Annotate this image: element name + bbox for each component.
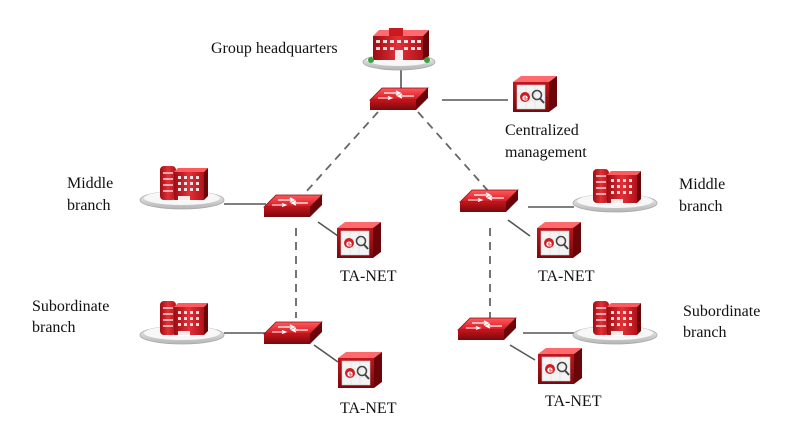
tanet-label-3: TA-NET	[340, 400, 397, 417]
core-switch-icon	[369, 87, 429, 111]
centralized-management-label-line2: management	[505, 144, 587, 161]
tanet-label-1: TA-NET	[340, 268, 397, 285]
middle-branch-right-label-line2: branch	[679, 198, 723, 215]
tanet-label-2: TA-NET	[538, 268, 595, 285]
subordinate-branch-right-building-icon	[572, 300, 658, 345]
centralized-management-label-line1: Centralized	[505, 122, 579, 139]
subordinate-branch-right-label-line2: branch	[683, 324, 727, 341]
middle-branch-left-label-line2: branch	[67, 197, 111, 214]
tanet-device-4-icon	[537, 347, 583, 385]
middle-branch-right-building-icon	[572, 168, 658, 213]
centralized-management-server-icon	[512, 75, 558, 113]
dashed-links	[295, 111, 491, 318]
headquarters-building-icon	[362, 27, 436, 71]
solid-links	[224, 68, 574, 363]
middle-right-switch-icon	[459, 189, 519, 213]
tanet-device-2-icon	[536, 221, 582, 259]
middle-branch-left-label-line1: Middle	[67, 175, 114, 192]
middle-left-switch-icon	[263, 194, 323, 218]
middle-branch-right-label-line1: Middle	[679, 176, 726, 193]
subordinate-right-switch-icon	[457, 317, 517, 341]
subordinate-branch-right-label-line1: Subordinate	[683, 303, 761, 320]
tanet-device-1-icon	[336, 221, 382, 259]
subordinate-branch-left-label-line1: Subordinate	[32, 298, 110, 315]
tanet-label-4: TA-NET	[545, 393, 602, 410]
headquarters-label: Group headquarters	[211, 40, 338, 57]
tanet-device-3-icon	[337, 351, 383, 389]
subordinate-branch-left-building-icon	[139, 300, 225, 345]
subordinate-branch-left-label-line2: branch	[32, 319, 76, 336]
subordinate-left-switch-icon	[263, 321, 323, 345]
middle-branch-left-building-icon	[139, 165, 225, 210]
